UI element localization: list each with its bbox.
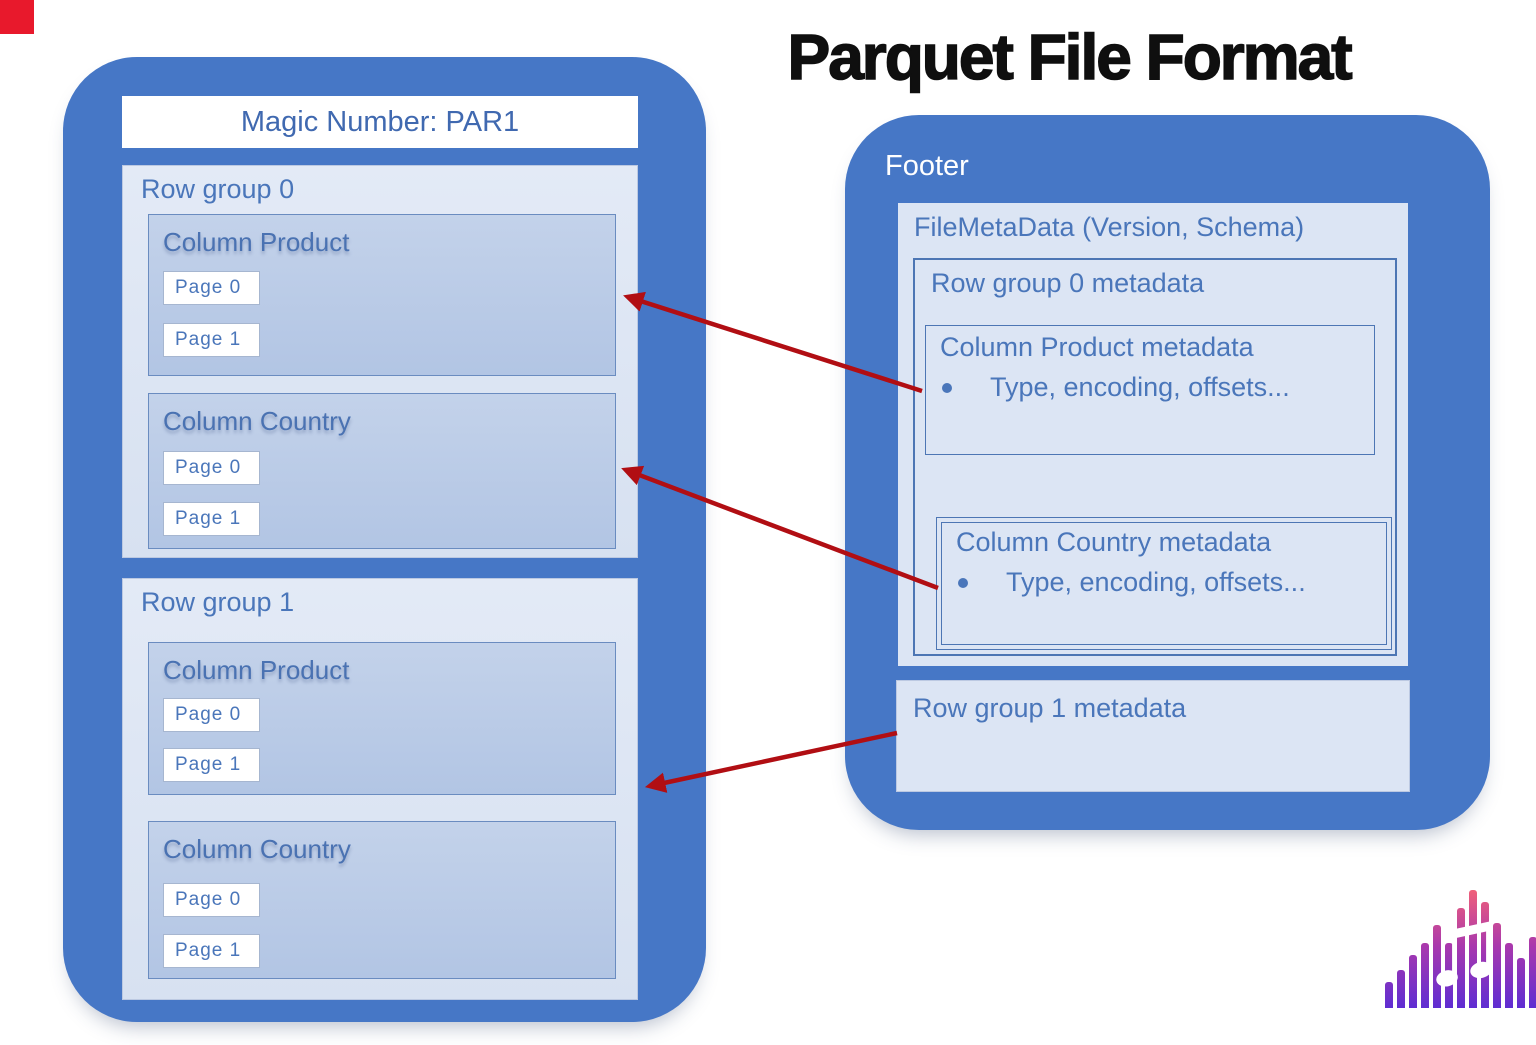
red-corner-marker [0, 0, 34, 34]
equalizer-bar [1529, 937, 1536, 1008]
file-metadata-label: FileMetaData (Version, Schema) [914, 212, 1305, 242]
bullet-dot-icon [942, 382, 952, 393]
footer-panel: Footer FileMetaData (Version, Schema) Ro… [845, 115, 1490, 830]
column-country-box-rg0: Column Country Page 0 Page 1 [148, 393, 616, 549]
row-group-0-box: Row group 0 Column Product Page 0 Page 1… [122, 165, 638, 558]
column-product-box-rg0: Column Product Page 0 Page 1 [148, 214, 616, 376]
equalizer-bar [1493, 923, 1501, 1008]
magic-number-box: Magic Number: PAR1 [122, 96, 638, 148]
column-product-box-rg1: Column Product Page 0 Page 1 [148, 642, 616, 795]
row-group-0-label: Row group 0 [141, 174, 295, 204]
equalizer-bar [1481, 902, 1489, 1008]
metadata-detail: Type, encoding, offsets... [990, 372, 1290, 402]
column-country-metadata-inner: Column Country metadata Type, encoding, … [941, 522, 1387, 645]
page-title: Parquet File Format [787, 20, 1354, 94]
equalizer-music-logo [1385, 890, 1536, 1008]
row-group-0-metadata-label: Row group 0 metadata [931, 268, 1205, 298]
column-country-metadata-box: Column Country metadata Type, encoding, … [936, 517, 1392, 650]
equalizer-bars [1385, 890, 1536, 1008]
column-product-metadata-label: Column Product metadata [940, 332, 1254, 362]
magic-number-label: Magic Number: PAR1 [240, 105, 520, 138]
column-country-label: Column Country [163, 834, 351, 864]
equalizer-bar [1505, 943, 1513, 1008]
row-group-0-metadata-box: Row group 0 metadata Column Product meta… [913, 258, 1397, 656]
page-chip: Page 1 [163, 934, 260, 968]
metadata-detail: Type, encoding, offsets... [1006, 567, 1306, 597]
page-chip: Page 0 [163, 271, 260, 305]
bullet-dot-icon [958, 577, 968, 588]
page-chip: Page 0 [163, 698, 260, 732]
footer-label: Footer [885, 150, 969, 182]
row-group-1-box: Row group 1 Column Product Page 0 Page 1… [122, 578, 638, 1000]
metadata-bullet-row: Type, encoding, offsets... [958, 567, 1306, 598]
column-product-label: Column Product [163, 227, 350, 257]
row-group-1-metadata-label: Row group 1 metadata [913, 693, 1187, 723]
equalizer-bar [1409, 955, 1417, 1008]
parquet-file-panel: Magic Number: PAR1 Row group 0 Column Pr… [63, 57, 706, 1022]
equalizer-bar [1517, 958, 1525, 1008]
column-product-label: Column Product [163, 655, 350, 685]
metadata-bullet-row: Type, encoding, offsets... [942, 372, 1290, 403]
column-country-label: Column Country [163, 406, 351, 436]
equalizer-bar [1433, 925, 1441, 1008]
page-chip: Page 0 [163, 883, 260, 917]
equalizer-bar [1469, 890, 1477, 1008]
page-chip: Page 1 [163, 323, 260, 357]
row-group-1-metadata-box: Row group 1 metadata [896, 680, 1410, 792]
music-note-icon [1436, 921, 1492, 987]
page-chip: Page 0 [163, 451, 260, 485]
column-country-metadata-label: Column Country metadata [956, 527, 1272, 557]
equalizer-bar [1421, 943, 1429, 1008]
equalizer-bar [1385, 982, 1393, 1008]
equalizer-bar [1457, 908, 1465, 1008]
column-country-box-rg1: Column Country Page 0 Page 1 [148, 821, 616, 979]
row-group-1-label: Row group 1 [141, 587, 295, 617]
page-chip: Page 1 [163, 502, 260, 536]
file-metadata-box: FileMetaData (Version, Schema) Row group… [898, 203, 1408, 666]
equalizer-bar [1397, 970, 1405, 1008]
column-product-metadata-box: Column Product metadata Type, encoding, … [925, 325, 1375, 455]
page-chip: Page 1 [163, 748, 260, 782]
